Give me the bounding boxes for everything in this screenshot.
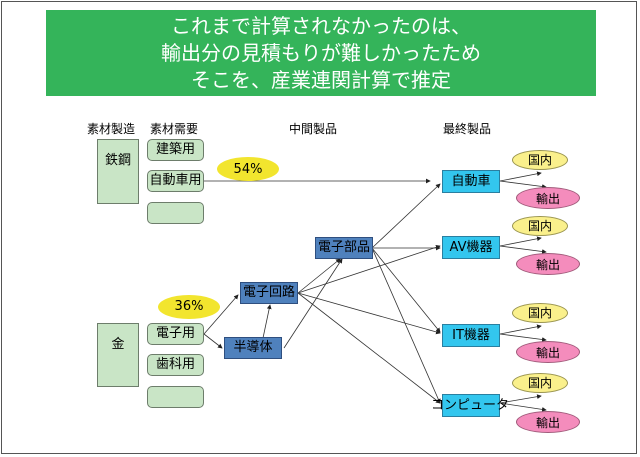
arrow-av-export	[499, 245, 547, 254]
export-computer: 輸出	[516, 411, 580, 433]
demand-steel-blank	[147, 202, 204, 224]
material-steel: 鉄鋼	[97, 139, 139, 204]
header-intermediate: 中間製品	[289, 122, 338, 136]
arrow-semi-to-circuit	[262, 304, 272, 339]
intermediate-semiconductor: 半導体	[224, 337, 282, 359]
arrow-circuit-to-computer	[297, 292, 441, 404]
arrow-circuit-to-it	[297, 292, 441, 335]
demand-construction: 建築用	[147, 139, 204, 161]
title-line-3: そこを、産業連関計算で推定	[191, 68, 451, 92]
demand-electronics: 電子用	[147, 323, 204, 345]
arrow-circuit-to-parts	[297, 258, 341, 294]
arrow-it-export	[499, 333, 547, 342]
arrow-computer-domestic	[499, 394, 542, 404]
header-material-demand: 素材需要	[150, 122, 199, 136]
intermediate-electronic-parts: 電子部品	[315, 237, 373, 259]
domestic-automobile: 国内	[512, 150, 568, 170]
arrow-circuit-to-av	[297, 244, 441, 294]
final-av-equipment: AV機器	[442, 236, 500, 259]
percent-steel-auto: 54%	[217, 157, 279, 181]
header-final: 最終製品	[443, 122, 492, 136]
title-line-1: これまで計算されなかったのは、	[171, 14, 471, 38]
arrow-auto-domestic	[499, 171, 542, 182]
arrow-elec-to-circuit	[203, 294, 239, 335]
final-computer: コンピュータ	[431, 394, 509, 417]
export-automobile: 輸出	[516, 187, 580, 209]
arrow-elec-to-semi	[203, 333, 223, 349]
export-av-equipment: 輸出	[516, 253, 580, 275]
export-it-equipment: 輸出	[516, 341, 580, 363]
demand-gold-blank	[147, 386, 204, 408]
final-it-equipment: IT機器	[442, 324, 500, 347]
arrow-semi-to-parts	[283, 258, 343, 349]
arrow-av-domestic	[499, 236, 542, 247]
slide-title: これまで計算されなかったのは、 輸出分の見積もりが難しかったため そこを、産業連…	[46, 10, 596, 96]
intermediate-electronic-circuit: 電子回路	[240, 282, 298, 304]
arrow-auto-export	[499, 180, 547, 189]
arrow-parts-to-computer	[371, 247, 441, 404]
demand-dental: 歯科用	[147, 354, 204, 376]
title-line-2: 輸出分の見積もりが難しかったため	[161, 41, 481, 65]
material-gold: 金	[97, 323, 139, 387]
demand-automotive: 自動車用	[147, 170, 204, 192]
percent-gold-electronics: 36%	[158, 295, 220, 319]
final-automobile: 自動車	[442, 170, 500, 193]
domestic-it-equipment: 国内	[512, 303, 568, 323]
arrow-parts-to-it	[371, 247, 441, 333]
domestic-av-equipment: 国内	[512, 216, 568, 236]
domestic-computer: 国内	[512, 373, 568, 393]
header-material-production: 素材製造	[87, 122, 136, 136]
arrow-it-domestic	[499, 324, 542, 335]
arrow-computer-export	[499, 402, 547, 412]
arrow-parts-to-auto	[371, 183, 441, 249]
